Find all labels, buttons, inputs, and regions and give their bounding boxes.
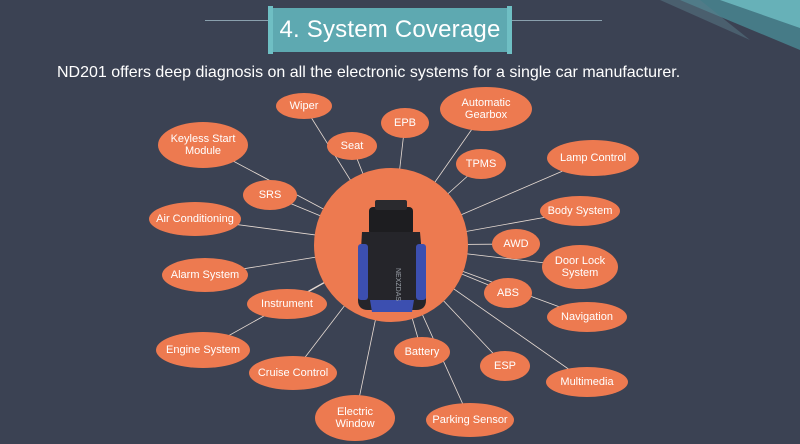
system-bubble-electric-window — [315, 395, 395, 441]
system-bubble-door-lock-system — [542, 245, 618, 289]
system-bubble-srs — [243, 180, 297, 210]
obd-device-icon: NEXZDAS — [358, 200, 426, 312]
system-bubble-keyless-start-module — [158, 122, 248, 168]
system-bubble-awd — [492, 229, 540, 259]
system-bubble-abs — [484, 278, 532, 308]
system-bubble-seat — [327, 132, 377, 160]
system-bubble-air-conditioning — [149, 202, 241, 236]
page-subtitle: ND201 offers deep diagnosis on all the e… — [57, 64, 681, 81]
system-bubble-multimedia — [546, 367, 628, 397]
page-title: 4. System Coverage — [279, 16, 501, 43]
system-bubble-cruise-control — [249, 356, 337, 390]
system-bubble-instrument — [247, 289, 327, 319]
system-bubble-body-system — [540, 196, 620, 226]
system-bubble-alarm-system — [162, 258, 248, 292]
title-rule-right — [512, 20, 602, 21]
system-bubble-parking-sensor — [426, 403, 514, 437]
system-bubble-engine-system — [156, 332, 250, 368]
system-bubble-epb — [381, 108, 429, 138]
corner-decoration — [660, 0, 800, 50]
title-banner-left-bar — [268, 6, 273, 54]
title-banner-right-bar — [507, 6, 512, 54]
system-bubble-navigation — [547, 302, 627, 332]
title-banner: 4. System Coverage — [268, 6, 512, 54]
system-bubble-wiper — [276, 93, 332, 119]
system-bubble-lamp-control — [547, 140, 639, 176]
system-bubble-battery — [394, 337, 450, 367]
title-rule-left — [205, 20, 268, 21]
system-bubble-tpms — [456, 149, 506, 179]
device-brand-text: NEXZDAS — [394, 268, 401, 301]
system-bubble-automatic-gearbox — [440, 87, 532, 131]
system-bubble-esp — [480, 351, 530, 381]
